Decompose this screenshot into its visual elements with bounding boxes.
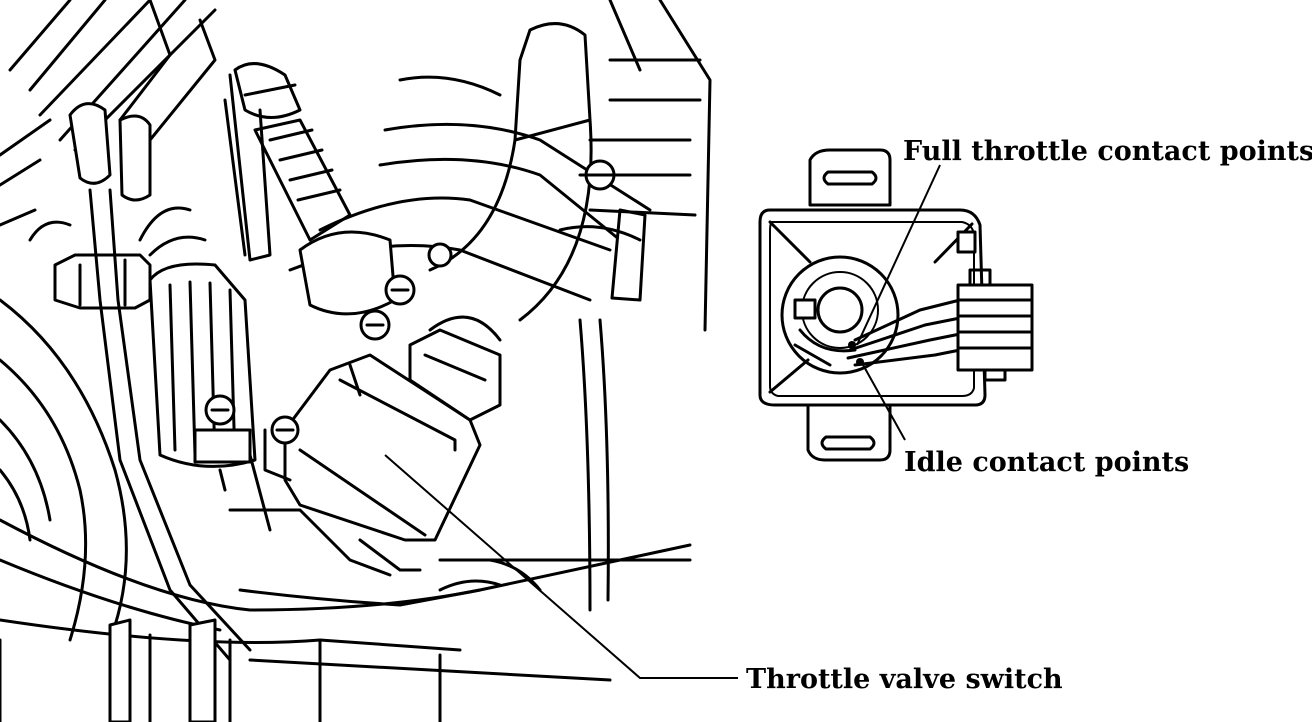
- leader-lines: [384, 164, 941, 679]
- air-intake-tube: [0, 262, 257, 642]
- throttle-valve-switch-label: Throttle valve switch: [746, 664, 1063, 695]
- switch-detail-drawing: [758, 148, 1034, 462]
- throttle-valve-switch-drawing: [228, 315, 502, 577]
- switch-leader: [384, 454, 738, 679]
- full-throttle-contact-points-label: Full throttle contact points: [903, 136, 1312, 167]
- idle-leader: [861, 362, 906, 441]
- engine-bay-drawing: [0, 0, 712, 722]
- idle-contact-points-label: Idle contact points: [904, 447, 1189, 478]
- lower-components: [0, 518, 692, 722]
- hoses: [223, 0, 712, 612]
- full-throttle-leader: [856, 164, 941, 346]
- callout-labels: Full throttle contact points Idle contac…: [746, 136, 1312, 695]
- ignition-leads: [0, 0, 252, 662]
